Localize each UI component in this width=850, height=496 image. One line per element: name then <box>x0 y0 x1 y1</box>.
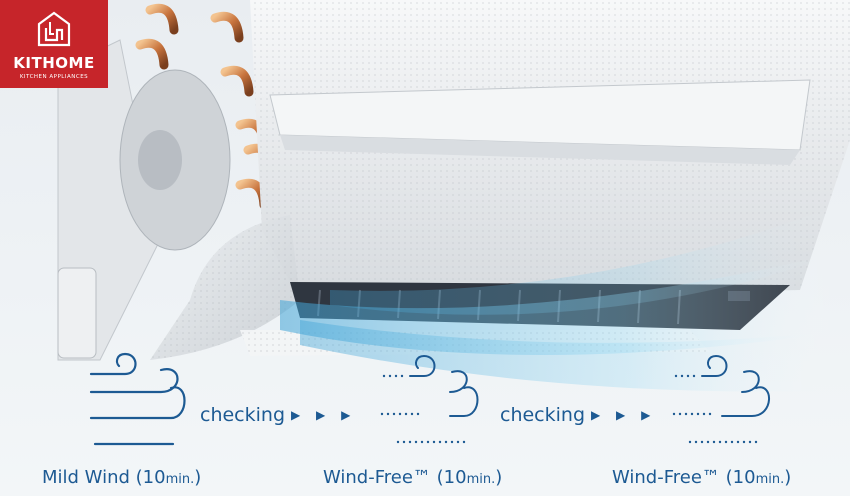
wind-free-icon <box>672 354 770 444</box>
mode-label: Mild Wind (10 <box>42 467 166 488</box>
wind-free-icon <box>380 354 479 444</box>
logo-brand: KITHOME <box>13 54 95 72</box>
mode-label: Wind-Free™ (10 <box>323 467 467 488</box>
mode-close: ) <box>194 467 202 488</box>
checking-connector-2: checking ▶ ▶ ▶ <box>500 404 656 426</box>
mode-caption-1: Mild Wind (10min.) <box>42 467 201 488</box>
mode-unit: min. <box>466 472 496 487</box>
house-logo-icon <box>37 11 71 47</box>
checking-label: checking <box>200 404 286 426</box>
checking-label: checking <box>500 404 586 426</box>
checking-connector-1: checking ▶ ▶ ▶ <box>200 404 356 426</box>
mode-unit: min. <box>755 472 785 487</box>
mode-unit: min. <box>165 472 195 487</box>
mode-close: ) <box>495 467 503 488</box>
kithome-logo: KITHOME KITCHEN APPLIANCES <box>0 0 108 88</box>
arrow-right-icon: ▶ ▶ ▶ <box>591 408 657 422</box>
logo-tagline: KITCHEN APPLIANCES <box>19 74 89 80</box>
mode-close: ) <box>784 467 792 488</box>
mild-wind-icon <box>89 352 186 446</box>
mode-caption-2: Wind-Free™ (10min.) <box>323 467 502 488</box>
arrow-right-icon: ▶ ▶ ▶ <box>291 408 357 422</box>
mode-caption-3: Wind-Free™ (10min.) <box>612 467 791 488</box>
mode-label: Wind-Free™ (10 <box>612 467 756 488</box>
